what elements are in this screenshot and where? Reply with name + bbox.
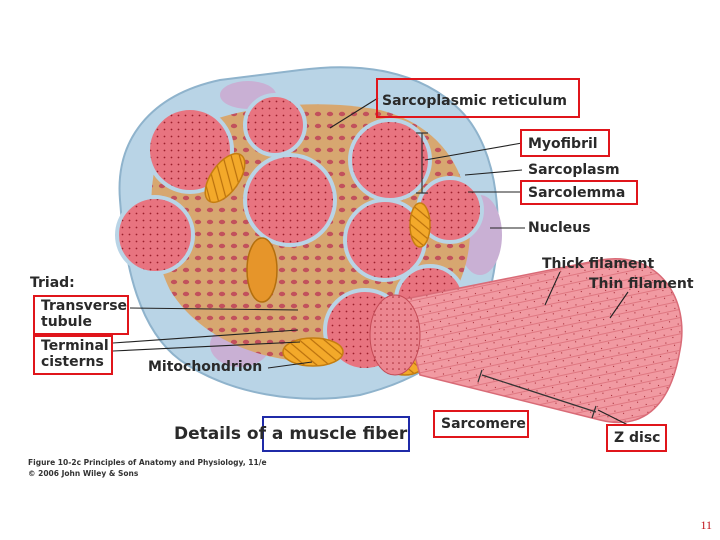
figure-title: Details of a muscle fiber (174, 424, 408, 444)
sarcolemma-label: Sarcolemma (528, 185, 626, 201)
caption-line-2: © 2006 John Wiley & Sons (28, 469, 139, 478)
sarcomere-box (433, 410, 529, 438)
sarcolemma-box (520, 180, 638, 205)
z-disc-label: Z disc (614, 430, 661, 446)
myofibril-box (520, 129, 610, 157)
myofibril-bracket (416, 132, 428, 194)
myofibril-label: Myofibril (528, 136, 598, 152)
caption-line-1: Figure 10-2c Principles of Anatomy and P… (28, 458, 267, 467)
transverse-tubule-box (33, 295, 129, 335)
z-disc-box (606, 424, 667, 452)
a-muscle-fiber-highlight-box (262, 416, 410, 452)
thin-filament-label: Thin filament (589, 276, 694, 292)
figure-caption: Figure 10-2c Principles of Anatomy and P… (28, 457, 267, 479)
thick-filament-label: Thick filament (542, 256, 655, 272)
sarcoplasmic-reticulum-label: Sarcoplasmic reticulum (382, 93, 568, 109)
transverse-tubule-label: Transverse tubule (41, 298, 128, 330)
sarcomere-label: Sarcomere (441, 416, 526, 432)
mitochondria (204, 152, 431, 376)
sarcoplasm-label: Sarcoplasm (528, 162, 620, 178)
leader-lines (112, 97, 629, 426)
triad-label: Triad: (30, 275, 75, 291)
myofibril-extension (399, 258, 683, 424)
terminal-cisterns-box (33, 335, 113, 375)
sarcoplasmic-reticulum-box (376, 78, 580, 118)
sarcomere-bracket (477, 369, 597, 419)
myofibril-end-face (369, 294, 421, 376)
nucleus-label: Nucleus (528, 220, 591, 236)
terminal-cisterns-label: Terminal cisterns (41, 338, 109, 370)
mitochondrion-label: Mitochondrion (148, 359, 263, 375)
page-number: 11 (700, 518, 712, 532)
